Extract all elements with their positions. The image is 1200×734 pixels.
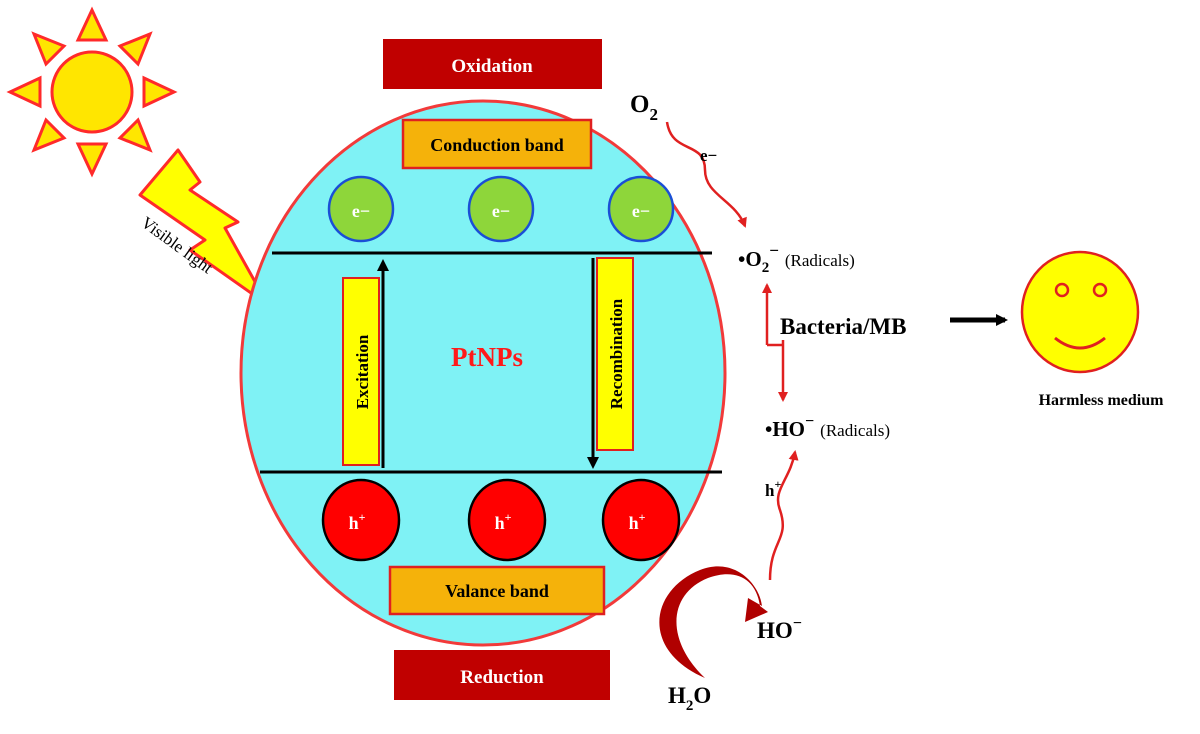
- oxidation-label: Oxidation: [451, 56, 533, 77]
- lightning-bolt-icon: [138, 148, 270, 307]
- harmless-medium-label: Harmless medium: [1039, 392, 1165, 409]
- valence-band-label: Valance band: [445, 581, 549, 601]
- hole-3: h+: [601, 478, 681, 562]
- hole-symbol: h+: [495, 510, 512, 533]
- electron-symbol: e−: [352, 201, 370, 221]
- valence-band-box: [388, 565, 606, 616]
- conduction-band-box: [401, 118, 593, 170]
- sun-icon: [6, 6, 178, 178]
- electron-symbol: e−: [632, 201, 650, 221]
- excitation-box: [342, 277, 380, 466]
- conduction-band-label: Conduction band: [430, 135, 564, 155]
- hydroxyl-radical-label: •HO−(Radicals): [765, 413, 890, 441]
- oxidation-box: [383, 39, 602, 89]
- excitation-label: Excitation: [353, 334, 372, 409]
- reduction-label: Reduction: [460, 667, 544, 688]
- electron-3: e−: [607, 175, 675, 243]
- water-to-hydroxide-arrow: [659, 566, 768, 678]
- recombination-box: [596, 257, 634, 451]
- reduction-box: [394, 650, 610, 700]
- hole-symbol: h+: [629, 510, 646, 533]
- electron-transfer-arrow: [665, 121, 747, 228]
- hole-transfer-arrow: [768, 450, 799, 581]
- recombination-label: Recombination: [607, 298, 626, 409]
- smiley-face-icon: [1020, 250, 1140, 374]
- superoxide-radical-label: •O2−(Radicals): [738, 241, 855, 276]
- e-transfer-label: e−: [700, 146, 717, 165]
- water-label: H2O: [668, 683, 711, 714]
- electron-symbol: e−: [492, 201, 510, 221]
- electron-1: e−: [327, 175, 395, 243]
- hole-symbol: h+: [349, 510, 366, 533]
- hole-1: h+: [321, 478, 401, 562]
- bacteria-label: Bacteria/MB: [780, 314, 906, 339]
- hydroxide-label: HO−: [757, 615, 802, 643]
- particle-label: PtNPs: [451, 342, 523, 372]
- hole-2: h+: [467, 478, 547, 562]
- h-transfer-label: h+: [765, 477, 781, 500]
- o2-label: O2: [630, 91, 658, 124]
- electron-2: e−: [467, 175, 535, 243]
